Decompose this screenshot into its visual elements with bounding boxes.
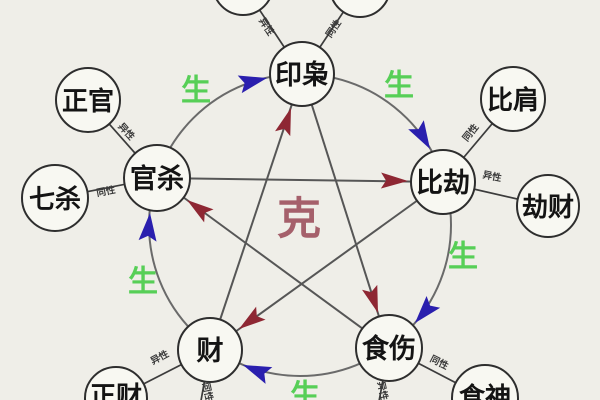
satellite-circle-top-left <box>215 0 271 16</box>
satellite-circle-top-right <box>331 0 389 18</box>
sheng-label-bottom: 生 <box>290 380 320 400</box>
ke-arrow-icon-into-bijie <box>380 172 408 189</box>
sheng-label-top-left: 生 <box>181 75 211 108</box>
ke-arrow-icon-into-shishang <box>362 284 378 313</box>
sheng-arrow-icon-into-cai <box>243 365 273 384</box>
sheng-arrow-icon-into-yinxiao <box>237 75 267 94</box>
sheng-arrow-icon-into-shishang <box>415 295 441 323</box>
node-circle-bijie <box>410 149 476 215</box>
satellite-label-zhengguan: 正官 <box>62 86 114 116</box>
node-circle-yinxiao <box>269 41 335 107</box>
node-label-guansha: 官杀 <box>130 163 184 194</box>
node-circle-shishang <box>355 314 423 382</box>
sheng-arrow-icon-into-bijie <box>408 120 430 149</box>
sheng-label-top-right: 生 <box>384 70 414 103</box>
ke-center-label: 克 <box>277 195 321 244</box>
node-circle-guansha <box>123 144 191 212</box>
satellite-label-zhengcai: 正财 <box>90 381 142 400</box>
ke-arrow-icon-into-cai <box>239 306 266 329</box>
sheng-label-left: 生 <box>128 266 158 299</box>
node-circle-cai <box>177 317 243 383</box>
node-label-shishang: 食伤 <box>362 333 416 364</box>
satellite-circle-zhengguan <box>55 67 121 133</box>
polarity-label-zhengcai-line: 异性 <box>149 348 172 368</box>
satellite-circle-shishen <box>451 364 519 400</box>
satellite-circle-jiecai <box>516 174 580 238</box>
satellite-circle-bijian <box>480 66 546 132</box>
ke-arrow-icon-into-yinxiao <box>275 108 291 137</box>
satellite-label-bijian: 比肩 <box>487 85 539 115</box>
satellite-label-shishen: 食神 <box>459 382 511 400</box>
ke-arrow-icon-into-guansha <box>187 200 214 223</box>
satellite-circle-zhengcai <box>84 366 148 400</box>
sheng-label-right: 生 <box>448 241 478 274</box>
polarity-label-zhengguan-line: 异性 <box>116 121 138 144</box>
satellite-label-jiecai: 劫财 <box>522 192 574 222</box>
node-label-cai: 财 <box>197 336 224 366</box>
sheng-arrow-icon-into-guansha <box>138 213 157 242</box>
polarity-label-cai-down-line: 同性 <box>200 381 216 400</box>
satellite-label-qisha: 七杀 <box>29 184 81 214</box>
polarity-label-top-left-line: 异性 <box>256 15 277 38</box>
node-label-bijie: 比劫 <box>416 168 470 198</box>
node-label-yinxiao: 印枭 <box>275 59 329 90</box>
polarity-label-shishang-down-line: 异性 <box>375 380 391 400</box>
polarity-label-qisha-line: 同性 <box>95 184 116 200</box>
satellite-circle-qisha <box>21 164 89 232</box>
polarity-label-jiecai-line: 异性 <box>482 169 503 185</box>
